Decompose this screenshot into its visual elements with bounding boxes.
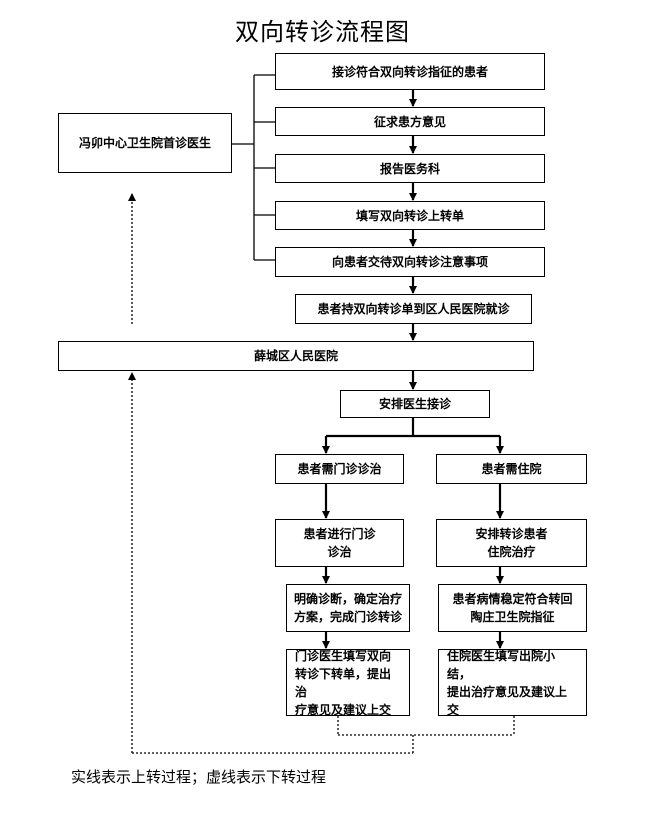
outpatient-needed-label: 患者需门诊诊治 [297,462,382,476]
district-hospital-box: 薛城区人民医院 [58,341,534,371]
outpatient-needed-box: 患者需门诊诊治 [275,454,404,484]
report-medical-dept-box: 报告医务科 [275,154,545,183]
outpatient-treatment-line-2: 诊治 [327,545,352,559]
arrange-doctor-label: 安排医生接诊 [378,397,451,411]
inpatient-needed-label: 患者需住院 [481,462,542,476]
receive-patient-label: 接诊符合双向转诊指征的患者 [331,64,488,79]
explain-notice-label: 向患者交待双向转诊注意事项 [331,255,488,269]
outpatient-diagnosis-line-2: 方案，完成门诊转诊 [293,610,402,624]
outpatient-downward-line-2: 转诊下转单，提出治 [295,666,392,699]
seek-consent-box: 征求患方意见 [275,107,545,136]
legend-note: 实线表示上转过程；虚线表示下转过程 [71,768,327,786]
inpatient-downward-line-3: 交 [447,702,460,717]
outpatient-downward-box: 门诊医生填写双向 转诊下转单，提出治 疗意见及建议上交 [286,648,410,717]
inpatient-treatment-line-1: 安排转诊患者 [475,527,548,541]
page-title: 双向转诊流程图 [235,18,410,46]
outpatient-downward-line-3: 疗意见及建议上交 [295,702,392,717]
outpatient-diagnosis-box: 明确诊断，确定治疗 方案，完成门诊转诊 [286,584,410,632]
arrange-doctor-box: 安排医生接诊 [340,390,490,418]
fill-upward-form-label: 填写双向转诊上转单 [355,208,464,223]
report-medical-dept-label: 报告医务科 [379,161,440,176]
inpatient-treatment-line-2: 住院治疗 [487,545,536,559]
origin-doctor-box: 冯卯中心卫生院首诊医生 [58,113,232,173]
carry-form-box: 患者持双向转诊单到区人民医院就诊 [295,294,532,324]
outpatient-downward-line-1: 门诊医生填写双向 [295,648,392,663]
seek-consent-label: 征求患方意见 [373,114,446,129]
inpatient-stable-line-2: 陶庄卫生院指征 [470,610,555,624]
inpatient-downward-line-1: 住院医生填写出院小结， [447,648,556,681]
inpatient-stable-line-1: 患者病情稳定符合转回 [452,592,573,606]
inpatient-downward-box: 住院医生填写出院小结， 提出治疗意见及建议上 交 [438,648,587,717]
carry-form-label: 患者持双向转诊单到区人民医院就诊 [317,302,510,316]
inpatient-treatment-box: 安排转诊患者 住院治疗 [436,519,587,567]
district-hospital-label: 薛城区人民医院 [253,349,338,363]
receive-patient-box: 接诊符合双向转诊指征的患者 [275,53,545,90]
outpatient-treatment-line-1: 患者进行门诊 [303,527,376,541]
origin-doctor-label: 冯卯中心卫生院首诊医生 [78,136,211,150]
outpatient-treatment-box: 患者进行门诊 诊治 [275,519,404,567]
fill-upward-form-box: 填写双向转诊上转单 [275,201,545,230]
inpatient-downward-line-2: 提出治疗意见及建议上 [447,684,568,699]
inpatient-needed-box: 患者需住院 [436,454,587,484]
explain-notice-box: 向患者交待双向转诊注意事项 [275,247,545,277]
outpatient-diagnosis-line-1: 明确诊断，确定治疗 [293,592,402,606]
inpatient-stable-box: 患者病情稳定符合转回 陶庄卫生院指征 [438,584,587,632]
